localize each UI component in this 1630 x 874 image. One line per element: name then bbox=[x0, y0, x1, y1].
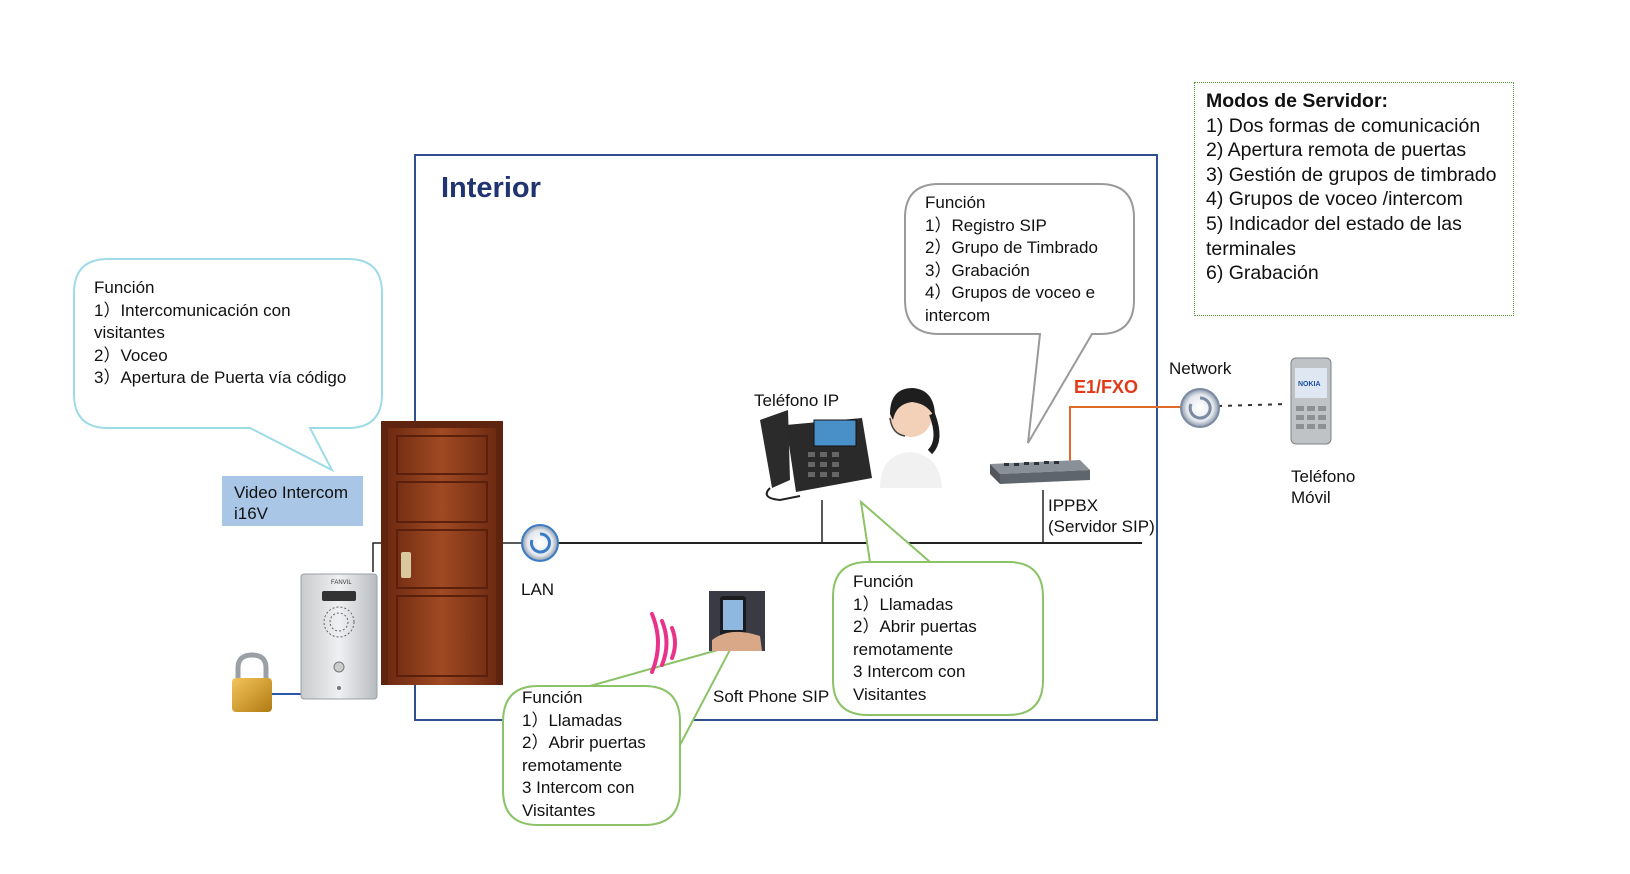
ip-phone-icon bbox=[760, 410, 872, 502]
network-mobile-line bbox=[1217, 403, 1289, 407]
server-mode-item: 1) Dos formas de comunicación bbox=[1206, 114, 1481, 137]
operator-icon bbox=[880, 388, 942, 488]
network-node-icon bbox=[1180, 388, 1220, 428]
server-modes-text: Modos de Servidor: 1) Dos formas de comu… bbox=[1206, 89, 1497, 286]
e1fxo-label: E1/FXO bbox=[1074, 377, 1139, 397]
lan-node-icon bbox=[521, 524, 559, 562]
mobile-phone-icon bbox=[1290, 357, 1332, 445]
padlock-icon bbox=[232, 652, 272, 712]
callout-line: 2）Voceo bbox=[94, 345, 168, 365]
callout-line: Función bbox=[94, 278, 155, 297]
ippbx-label-line: IPPBX bbox=[1048, 496, 1099, 515]
callout-softphone-text: Función 1）Llamadas 2）Abrir puertas remot… bbox=[522, 687, 646, 822]
wifi-signal-icon bbox=[650, 612, 677, 674]
callout-phone-text: Función 1）Llamadas 2）Abrir puertas remot… bbox=[853, 571, 977, 706]
server-mode-item: 3) Gestión de grupos de timbrado bbox=[1206, 163, 1497, 186]
ippbx-label-line: (Servidor SIP) bbox=[1048, 517, 1155, 536]
callout-line: Visitantes bbox=[853, 684, 927, 704]
callout-line: 1）Llamadas bbox=[853, 594, 954, 614]
callout-line: 1）Llamadas bbox=[522, 710, 623, 730]
callout-softphone-bubble bbox=[502, 644, 734, 826]
mobile-label: Teléfono Móvil bbox=[1291, 466, 1355, 508]
callout-line: 4）Grupos de voceo e bbox=[925, 283, 1096, 302]
server-mode-item: 5) Indicador del estado de las bbox=[1206, 212, 1462, 235]
mobile-label-line: Teléfono bbox=[1291, 467, 1356, 486]
intercom-device-icon bbox=[300, 573, 378, 700]
server-modes-title: Modos de Servidor: bbox=[1206, 90, 1389, 112]
callout-line: 3 Intercom con bbox=[522, 778, 635, 797]
callout-ippbx-text: Función 1）Registro SIP 2）Grupo de Timbra… bbox=[925, 192, 1098, 327]
server-mode-item: terminales bbox=[1206, 237, 1296, 260]
callout-line: Función bbox=[925, 193, 986, 212]
mobile-label-line: Móvil bbox=[1291, 488, 1331, 507]
e1fxo-line bbox=[1069, 406, 1182, 470]
smartphone-icon bbox=[709, 591, 765, 651]
callout-intercom-text: Función 1）Intercomunicación con visitant… bbox=[94, 277, 346, 390]
video-intercom-label-line: i16V bbox=[234, 504, 269, 523]
ip-phone-label: Teléfono IP bbox=[754, 391, 840, 410]
server-mode-item: 4) Grupos de voceo /intercom bbox=[1206, 188, 1463, 211]
callout-line: 3 Intercom con bbox=[853, 662, 966, 681]
callout-line: 2）Abrir puertas bbox=[853, 617, 977, 636]
callout-line: 3）Grabación bbox=[925, 260, 1030, 280]
callout-intercom-bubble bbox=[73, 258, 383, 473]
ippbx-label: IPPBX (Servidor SIP) bbox=[1048, 495, 1155, 537]
callout-line: remotamente bbox=[522, 755, 623, 775]
interior-title: Interior bbox=[441, 172, 541, 204]
callout-line: visitantes bbox=[94, 323, 165, 342]
callout-line: 3）Apertura de Puerta vía código bbox=[94, 368, 347, 387]
callout-line: 1）Intercomunicación con bbox=[94, 300, 291, 320]
callout-line: remotamente bbox=[853, 639, 954, 659]
callout-line: Visitantes bbox=[522, 800, 596, 820]
intercom-brand: FANVIL bbox=[331, 580, 352, 586]
server-modes-box bbox=[1194, 82, 1514, 316]
callout-phone-bubble bbox=[832, 499, 1044, 716]
callout-line: 2）Grupo de Timbrado bbox=[925, 238, 1098, 257]
callout-ippbx-bubble bbox=[904, 183, 1135, 444]
lan-label: LAN bbox=[521, 580, 555, 599]
ippbx-switch-icon bbox=[990, 460, 1090, 484]
video-intercom-label: Video Intercom i16V bbox=[222, 476, 363, 526]
callout-line: intercom bbox=[925, 305, 991, 325]
callout-line: 1）Registro SIP bbox=[925, 215, 1047, 235]
mobile-brand: NOKIA bbox=[1298, 381, 1321, 388]
network-label: Network bbox=[1169, 359, 1232, 378]
video-intercom-label-line: Video Intercom bbox=[234, 483, 349, 502]
callout-line: Función bbox=[522, 688, 583, 707]
server-mode-item: 6) Grabación bbox=[1206, 262, 1319, 285]
server-mode-item: 2) Apertura remota de puertas bbox=[1206, 139, 1467, 162]
door-icon bbox=[381, 421, 503, 685]
soft-phone-label: Soft Phone SIP bbox=[713, 687, 830, 706]
callout-line: Función bbox=[853, 572, 914, 591]
callout-line: 2）Abrir puertas bbox=[522, 733, 646, 752]
